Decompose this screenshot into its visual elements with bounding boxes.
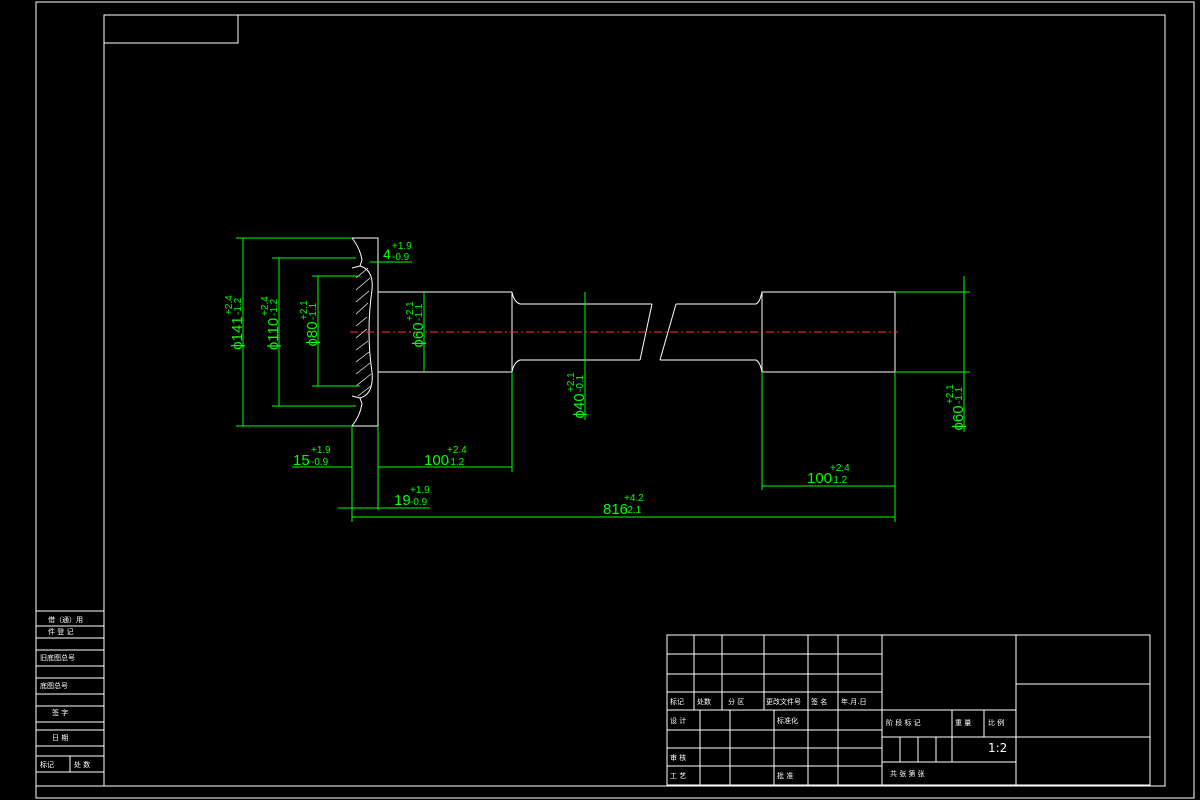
dim-upper: +1.9 — [392, 241, 412, 252]
tb-stage-mark: 阶 段 标 记 — [886, 718, 921, 727]
dim-19: 19 +1.9 -0.9 — [394, 485, 430, 509]
dim-upper: +1.9 — [410, 485, 430, 496]
dim-main: 15 — [293, 452, 310, 469]
dim-lower: -1.2 — [233, 297, 244, 315]
tb-design: 设 计 — [670, 716, 686, 725]
tb-change-doc: 更改文件号 — [766, 697, 801, 706]
dim-phi141: ϕ141 +2.4 -1.2 — [224, 295, 246, 350]
dim-816: 816 +4.2 -2.1 — [603, 493, 644, 518]
dim-lower: -1.1 — [308, 302, 319, 320]
tb-count: 处数 — [697, 697, 711, 706]
dim-main: 816 — [603, 501, 628, 518]
dim-100-left: 100 +2.4 -1.2 — [424, 445, 467, 469]
side-r7b: 处 数 — [74, 760, 90, 769]
dimension-lines — [236, 237, 970, 522]
tb-scale-label: 比 例 — [988, 718, 1004, 727]
dim-main: ϕ60 — [410, 322, 427, 347]
tb-sign: 签 名 — [811, 697, 827, 706]
dim-upper: +2.1 — [566, 372, 577, 392]
dim-upper: +1.9 — [311, 445, 331, 456]
dim-4: 4 +1.9 -0.9 — [383, 241, 412, 263]
sheet-border — [35, 1, 1195, 799]
dim-upper: +2.1 — [945, 384, 956, 404]
dim-main: 100 — [807, 470, 832, 487]
tb-sheets: 共 张 第 张 — [890, 769, 925, 778]
dim-upper: +2.4 — [447, 445, 467, 456]
dim-upper: +2.1 — [299, 300, 310, 320]
section-hatch — [355, 267, 372, 397]
tb-approve: 批 准 — [777, 771, 793, 780]
dim-phi110: ϕ110 +2.4 -1.2 — [260, 296, 282, 350]
dim-lower: -0.1 — [575, 374, 586, 392]
side-r5: 签 字 — [52, 708, 68, 717]
dim-upper: +2.4 — [830, 463, 850, 474]
dim-upper: +2.4 — [260, 296, 271, 316]
dim-main: 4 — [383, 246, 391, 262]
dim-lower: -0.9 — [392, 252, 410, 263]
dim-lower: -1.2 — [830, 475, 848, 486]
tb-weight: 重 量 — [955, 719, 971, 727]
dim-phi40: ϕ40 +2.1 -0.1 — [566, 372, 588, 419]
dim-lower: -0.9 — [410, 497, 428, 508]
side-r3: 旧底图总号 — [40, 653, 75, 662]
dim-upper: +4.2 — [624, 493, 644, 504]
dim-main: 100 — [424, 452, 449, 469]
title-block: 标记 处数 分 区 更改文件号 签 名 年.月.日 设 计 标准化 阶 段 标 … — [666, 634, 1151, 786]
dim-main: ϕ141 — [229, 316, 246, 349]
dim-lower: -1.2 — [447, 457, 465, 468]
dim-lower: -2.1 — [624, 505, 642, 516]
dim-15: 15 +1.9 -0.9 — [293, 445, 331, 469]
side-r7a: 标记 — [40, 760, 54, 769]
dim-lower: -1.1 — [414, 303, 425, 321]
dim-phi60-left: ϕ60 +2.1 -1.1 — [405, 301, 427, 348]
dim-100-right: 100 +2.4 -1.2 — [807, 463, 850, 487]
dim-upper: +2.4 — [224, 295, 235, 315]
dim-main: ϕ40 — [571, 393, 588, 418]
side-r1: 借（通）用 — [48, 615, 83, 624]
side-r6: 日 期 — [52, 734, 68, 742]
side-r2: 件 登 记 — [48, 627, 73, 636]
tb-check: 审 核 — [670, 753, 686, 762]
tb-standard: 标准化 — [777, 716, 798, 725]
dim-lower: -1.1 — [954, 386, 965, 404]
dim-phi60-right: ϕ60 +2.1 -1.1 — [945, 384, 967, 431]
tb-marks: 标记 — [670, 697, 684, 706]
dim-lower: -0.9 — [311, 457, 329, 468]
side-r4: 底图总号 — [40, 681, 68, 690]
tb-process: 工 艺 — [670, 772, 686, 780]
dim-main: ϕ110 — [265, 318, 282, 350]
dim-upper: +2.1 — [405, 301, 416, 321]
dim-lower: -1.2 — [269, 298, 280, 316]
dim-phi80: ϕ80 +2.1 -1.1 — [299, 300, 321, 347]
tb-date: 年.月.日 — [841, 697, 866, 706]
tb-zone: 分 区 — [728, 697, 744, 706]
dim-main: ϕ80 — [304, 321, 321, 346]
tb-scale: 1:2 — [988, 741, 1007, 755]
dim-main: ϕ60 — [950, 405, 967, 430]
dim-main: 19 — [394, 492, 411, 509]
side-table: 借（通）用 件 登 记 旧底图总号 底图总号 签 字 日 期 标记 处 数 — [35, 610, 105, 787]
